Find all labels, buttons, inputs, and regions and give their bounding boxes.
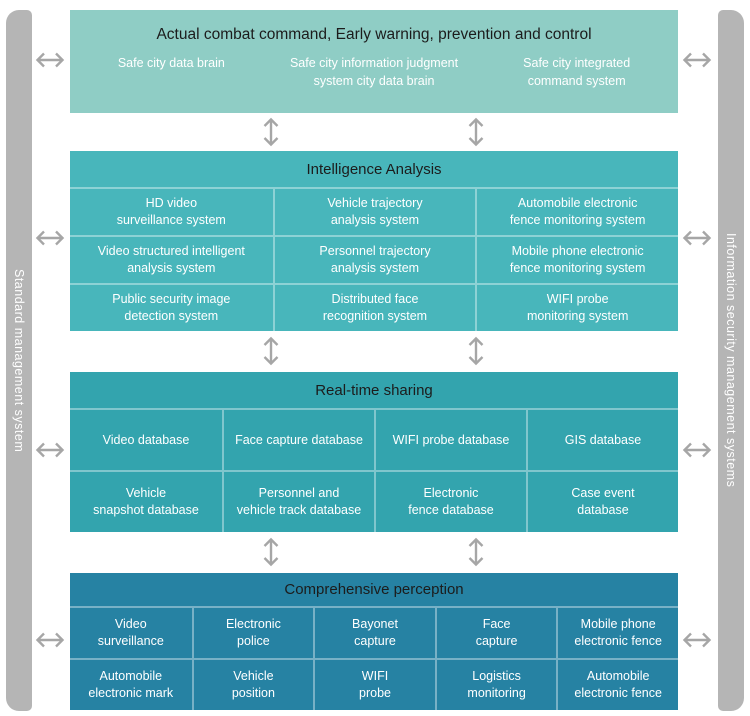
sensor-cell: Mobile phone electronic fence: [556, 606, 678, 658]
database-cell: Vehicle snapshot database: [70, 470, 222, 532]
layer-items-row: Safe city data brain Safe city informati…: [70, 55, 678, 90]
h-double-arrow-icon: [32, 50, 68, 70]
h-double-arrow-icon: [679, 50, 715, 70]
h-double-arrow-icon: [32, 440, 68, 460]
standard-management-sidebar: Standard management system: [6, 10, 32, 711]
sensor-cell: Electronic police: [191, 606, 314, 658]
layer-grid: Video surveillance Electronic police Bay…: [70, 606, 678, 710]
v-double-arrow-icon: [261, 333, 281, 369]
database-cell: WIFI probe database: [374, 408, 526, 470]
system-cell: Distributed face recognition system: [272, 283, 476, 331]
system-cell: Safe city data brain: [117, 56, 225, 70]
system-cell: Video structured intelligent analysis sy…: [70, 235, 273, 283]
v-double-arrow-icon: [261, 534, 281, 570]
database-cell: Video database: [70, 408, 222, 470]
v-double-arrow-icon: [466, 333, 486, 369]
layer-comprehensive-perception: Comprehensive perception Video surveilla…: [70, 573, 678, 710]
h-double-arrow-icon: [679, 440, 715, 460]
sensor-cell: Vehicle position: [191, 658, 314, 710]
sensor-cell: Video surveillance: [70, 606, 192, 658]
system-cell: HD video surveillance system: [70, 187, 273, 235]
database-cell: GIS database: [526, 408, 678, 470]
v-double-arrow-icon: [261, 114, 281, 150]
layer-actual-combat-command: Actual combat command, Early warning, pr…: [70, 10, 678, 113]
sensor-cell: Automobile electronic fence: [556, 658, 678, 710]
information-security-label: Information security management systems: [724, 233, 738, 488]
h-double-arrow-icon: [32, 630, 68, 650]
sensor-cell: Bayonet capture: [313, 606, 435, 658]
h-double-arrow-icon: [679, 228, 715, 248]
sensor-cell: Automobile electronic mark: [70, 658, 192, 710]
system-cell: Vehicle trajectory analysis system: [272, 187, 476, 235]
information-security-sidebar: Information security management systems: [718, 10, 744, 711]
h-double-arrow-icon: [679, 630, 715, 650]
database-cell: Face capture database: [222, 408, 374, 470]
system-cell: Personnel trajectory analysis system: [272, 235, 476, 283]
v-double-arrow-icon: [466, 114, 486, 150]
system-cell: Public security image detection system: [70, 283, 273, 331]
database-cell: Case event database: [526, 470, 678, 532]
system-cell: Safe city integrated command system: [523, 56, 631, 88]
layer-intelligence-analysis: Intelligence Analysis HD video surveilla…: [70, 151, 678, 331]
h-double-arrow-icon: [32, 228, 68, 248]
system-cell: Safe city information judgment system ci…: [289, 56, 459, 88]
layer-title: Real-time sharing: [315, 382, 433, 399]
database-cell: Personnel and vehicle track database: [222, 470, 374, 532]
database-cell: Electronic fence database: [374, 470, 526, 532]
system-cell: Automobile electronic fence monitoring s…: [475, 187, 678, 235]
layer-grid: HD video surveillance system Vehicle tra…: [70, 187, 678, 331]
system-cell: WIFI probe monitoring system: [475, 283, 678, 331]
sensor-cell: Face capture: [434, 606, 557, 658]
layer-title: Intelligence Analysis: [306, 161, 442, 178]
layer-grid: Video database Face capture database WIF…: [70, 408, 678, 532]
v-double-arrow-icon: [466, 534, 486, 570]
layer-title: Comprehensive perception: [284, 581, 464, 598]
sensor-cell: Logistics monitoring: [434, 658, 557, 710]
system-cell: Mobile phone electronic fence monitoring…: [475, 235, 678, 283]
layer-title: Actual combat command, Early warning, pr…: [156, 26, 592, 43]
standard-management-label: Standard management system: [12, 268, 26, 453]
sensor-cell: WIFI probe: [313, 658, 435, 710]
layer-real-time-sharing: Real-time sharing Video database Face ca…: [70, 372, 678, 532]
